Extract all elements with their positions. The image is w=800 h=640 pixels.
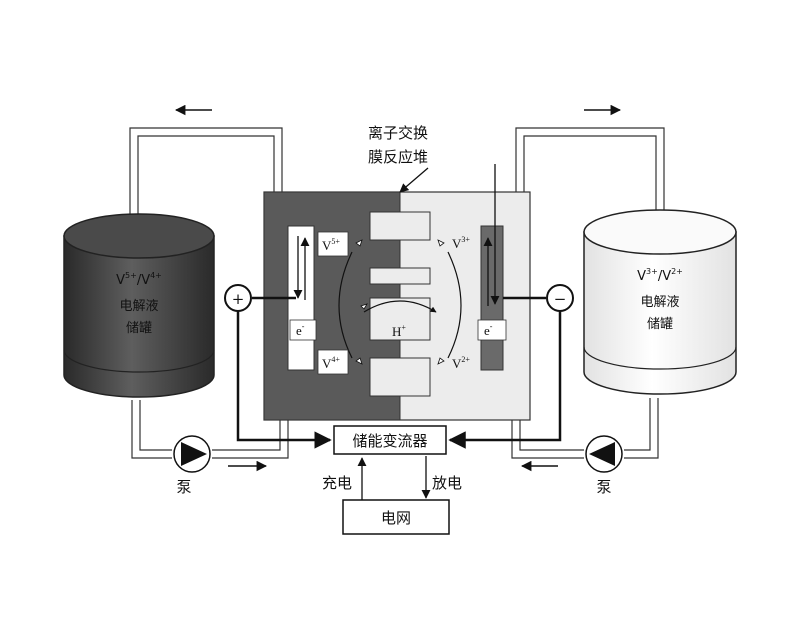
right-tank [583, 209, 737, 395]
svg-text:V4+: V4+ [322, 355, 340, 371]
right-tank-label-2: 储罐 [647, 317, 673, 332]
wire-positive-to-converter [236, 311, 332, 449]
pump-left-label: 泵 [176, 478, 191, 496]
electron-left: e- [289, 319, 317, 341]
svg-text:电网: 电网 [381, 509, 411, 527]
reaction-arrowheads [355, 239, 445, 365]
top-pipe-left [129, 127, 283, 232]
pump-right [585, 435, 623, 473]
svg-text:储能变流器: 储能变流器 [352, 432, 427, 450]
bottom-pipe-right [511, 398, 659, 459]
cell-stack [263, 191, 531, 421]
membrane-label-line-1: 离子交换 [368, 124, 428, 142]
proton-label: H+ [392, 323, 406, 339]
cell-ion-right-bottom: V2+ [452, 355, 470, 371]
left-tank-label-1: 电解液 [119, 299, 158, 314]
right-tank-label-1: 电解液 [640, 295, 679, 310]
wire-negative-to-converter [448, 311, 562, 449]
right-reaction-arc [447, 251, 462, 359]
proton-arc [363, 300, 437, 313]
electron-right: e- [477, 319, 507, 341]
svg-text:−: − [554, 290, 567, 308]
discharge-label: 放电 [432, 474, 462, 492]
cell-ion-box-left-top: V5+ [317, 231, 349, 257]
svg-text:V5+: V5+ [322, 237, 340, 253]
pump-right-label: 泵 [596, 478, 611, 496]
top-pipe-right [515, 127, 665, 228]
membrane-label-line-2: 膜反应堆 [368, 148, 428, 166]
svg-text:+: + [232, 290, 245, 308]
pump-left [173, 435, 211, 473]
cell-ion-box-left-bottom: V4+ [317, 349, 349, 375]
bottom-pipe-left [131, 400, 289, 459]
converter-box: 储能变流器 [333, 425, 447, 455]
left-tank-label-2: 储罐 [126, 321, 152, 336]
svg-text:e-: e- [296, 322, 305, 338]
positive-terminal: + [224, 284, 252, 312]
left-tank [63, 213, 215, 398]
left-tank-ion-label: V5+/V4+ [116, 271, 162, 288]
membrane-pointer [399, 167, 429, 193]
negative-terminal: − [546, 284, 574, 312]
cell-ion-right-top: V3+ [452, 235, 470, 251]
grid-box: 电网 [342, 499, 450, 535]
svg-text:e-: e- [484, 322, 493, 338]
charge-label: 充电 [322, 474, 352, 492]
right-tank-ion-label: V3+/V2+ [637, 267, 683, 284]
left-reaction-arc [338, 251, 353, 359]
